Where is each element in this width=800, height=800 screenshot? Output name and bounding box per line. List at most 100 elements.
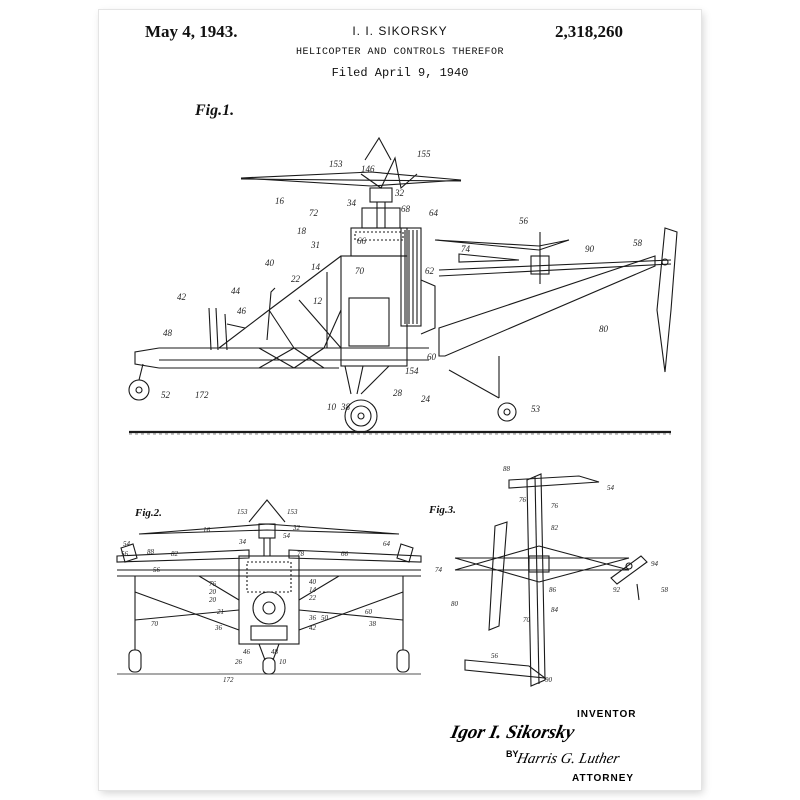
ref-numeral: 20 <box>209 596 216 604</box>
ref-numeral: 70 <box>355 266 364 276</box>
inventor-name: I. I. SIKORSKY <box>352 24 448 38</box>
ref-numeral: 22 <box>291 274 300 284</box>
ref-numeral: 76 <box>209 580 216 588</box>
ref-numeral: 20 <box>209 588 216 596</box>
ref-numeral: 42 <box>177 292 186 302</box>
ref-numeral: 56 <box>491 652 498 660</box>
ref-numeral: 16 <box>203 526 210 534</box>
inventor-signature: Igor I. Sikorsky <box>448 722 577 743</box>
attorney-label: ATTORNEY <box>572 773 635 784</box>
ref-numeral: 88 <box>147 548 154 556</box>
ref-numeral: 54 <box>283 532 290 540</box>
ref-numeral: 172 <box>223 676 234 684</box>
ref-numeral: 72 <box>309 208 318 218</box>
ref-numeral: 32 <box>395 188 404 198</box>
ref-numeral: 34 <box>347 198 356 208</box>
ref-numeral: 56 <box>121 550 128 558</box>
attorney-signature: Harris G. Luther <box>515 751 621 767</box>
inventor-label: INVENTOR <box>577 709 637 720</box>
ref-numeral: 80 <box>599 324 608 334</box>
ref-numeral: 155 <box>417 149 431 159</box>
ref-numeral: 82 <box>551 524 558 532</box>
ref-numeral: 31 <box>311 240 320 250</box>
ref-numeral: 50 <box>321 614 328 622</box>
patent-title: HELICOPTER AND CONTROLS THEREFOR <box>295 47 505 58</box>
ref-numeral: 76 <box>551 502 558 510</box>
fig3-drawing <box>454 473 648 687</box>
ref-numeral: 28 <box>393 388 402 398</box>
ref-numeral: 58 <box>633 238 642 248</box>
ref-numeral: 154 <box>405 366 419 376</box>
ref-numeral: 56 <box>519 216 528 226</box>
ref-numeral: 48 <box>271 648 278 656</box>
ref-numeral: 58 <box>661 586 668 594</box>
ref-numeral: 42 <box>309 624 316 632</box>
ref-numeral: 56 <box>153 566 160 574</box>
ref-numeral: 82 <box>171 550 178 558</box>
ref-numeral: 88 <box>503 465 510 473</box>
ref-numeral: 68 <box>401 204 410 214</box>
ref-numeral: 22 <box>309 594 316 602</box>
patent-sheet: May 4, 1943. I. I. SIKORSKY 2,318,260 HE… <box>99 10 701 790</box>
ref-numeral: 54 <box>607 484 614 492</box>
ref-numeral: 64 <box>429 208 438 218</box>
ref-numeral: 36 <box>309 614 316 622</box>
ref-numeral: 90 <box>545 676 552 684</box>
ref-numeral: 153 <box>287 508 298 516</box>
ref-numeral: 153 <box>237 508 248 516</box>
fig3-label: Fig.3. <box>429 504 456 516</box>
ref-numeral: 94 <box>651 560 658 568</box>
ref-numeral: 14 <box>311 262 320 272</box>
ref-numeral: 74 <box>461 244 470 254</box>
ref-numeral: 66 <box>341 550 348 558</box>
ref-numeral: 24 <box>421 394 430 404</box>
filed-date: Filed April 9, 1940 <box>331 66 469 80</box>
ref-numeral: 48 <box>163 328 172 338</box>
ref-numeral: 44 <box>231 286 240 296</box>
ref-numeral: 172 <box>195 390 209 400</box>
ref-numeral: 84 <box>551 606 558 614</box>
patent-number: 2,318,260 <box>555 22 623 41</box>
ref-numeral: 10 <box>327 402 336 412</box>
ref-numeral: 70 <box>151 620 158 628</box>
ref-numeral: 40 <box>265 258 274 268</box>
ref-numeral: 38 <box>341 402 350 412</box>
ref-numeral: 80 <box>451 600 458 608</box>
ref-numeral: 26 <box>235 658 242 666</box>
ref-numeral: 54 <box>123 540 130 548</box>
ref-numeral: 53 <box>531 404 540 414</box>
by-label: BY <box>506 749 519 759</box>
ref-numeral: 62 <box>425 266 434 276</box>
fig2-drawing <box>116 499 422 675</box>
ref-numeral: 66 <box>357 236 366 246</box>
ref-numeral: 12 <box>313 296 322 306</box>
ref-numeral: 90 <box>585 244 594 254</box>
patent-date: May 4, 1943. <box>145 22 238 41</box>
ref-numeral: 52 <box>161 390 170 400</box>
ref-numeral: 92 <box>613 586 620 594</box>
ref-numeral: 86 <box>549 586 556 594</box>
ref-numeral: 40 <box>309 578 316 586</box>
ref-numeral: 10 <box>279 658 286 666</box>
ref-numeral: 60 <box>365 608 372 616</box>
fig1-drawing <box>128 136 678 435</box>
ref-numeral: 76 <box>519 496 526 504</box>
patent-drawings <box>116 136 678 687</box>
ref-numeral: 70 <box>523 616 530 624</box>
ref-numeral: 36 <box>215 624 222 632</box>
ref-numeral: 146 <box>361 164 375 174</box>
fig2-label: Fig.2. <box>135 507 162 519</box>
ref-numeral: 38 <box>369 620 376 628</box>
ref-numeral: 32 <box>293 524 300 532</box>
fig1-label: Fig.1. <box>195 102 235 119</box>
ref-numeral: 16 <box>275 196 284 206</box>
ref-numeral: 21 <box>217 608 224 616</box>
ref-numeral: 46 <box>237 306 246 316</box>
ref-numeral: 60 <box>427 352 436 362</box>
ref-numeral: 18 <box>297 226 306 236</box>
ref-numeral: 34 <box>239 538 246 546</box>
ref-numeral: 64 <box>383 540 390 548</box>
ref-numeral: 14 <box>309 586 316 594</box>
ref-numeral: 153 <box>329 159 343 169</box>
ref-numeral: 46 <box>243 648 250 656</box>
